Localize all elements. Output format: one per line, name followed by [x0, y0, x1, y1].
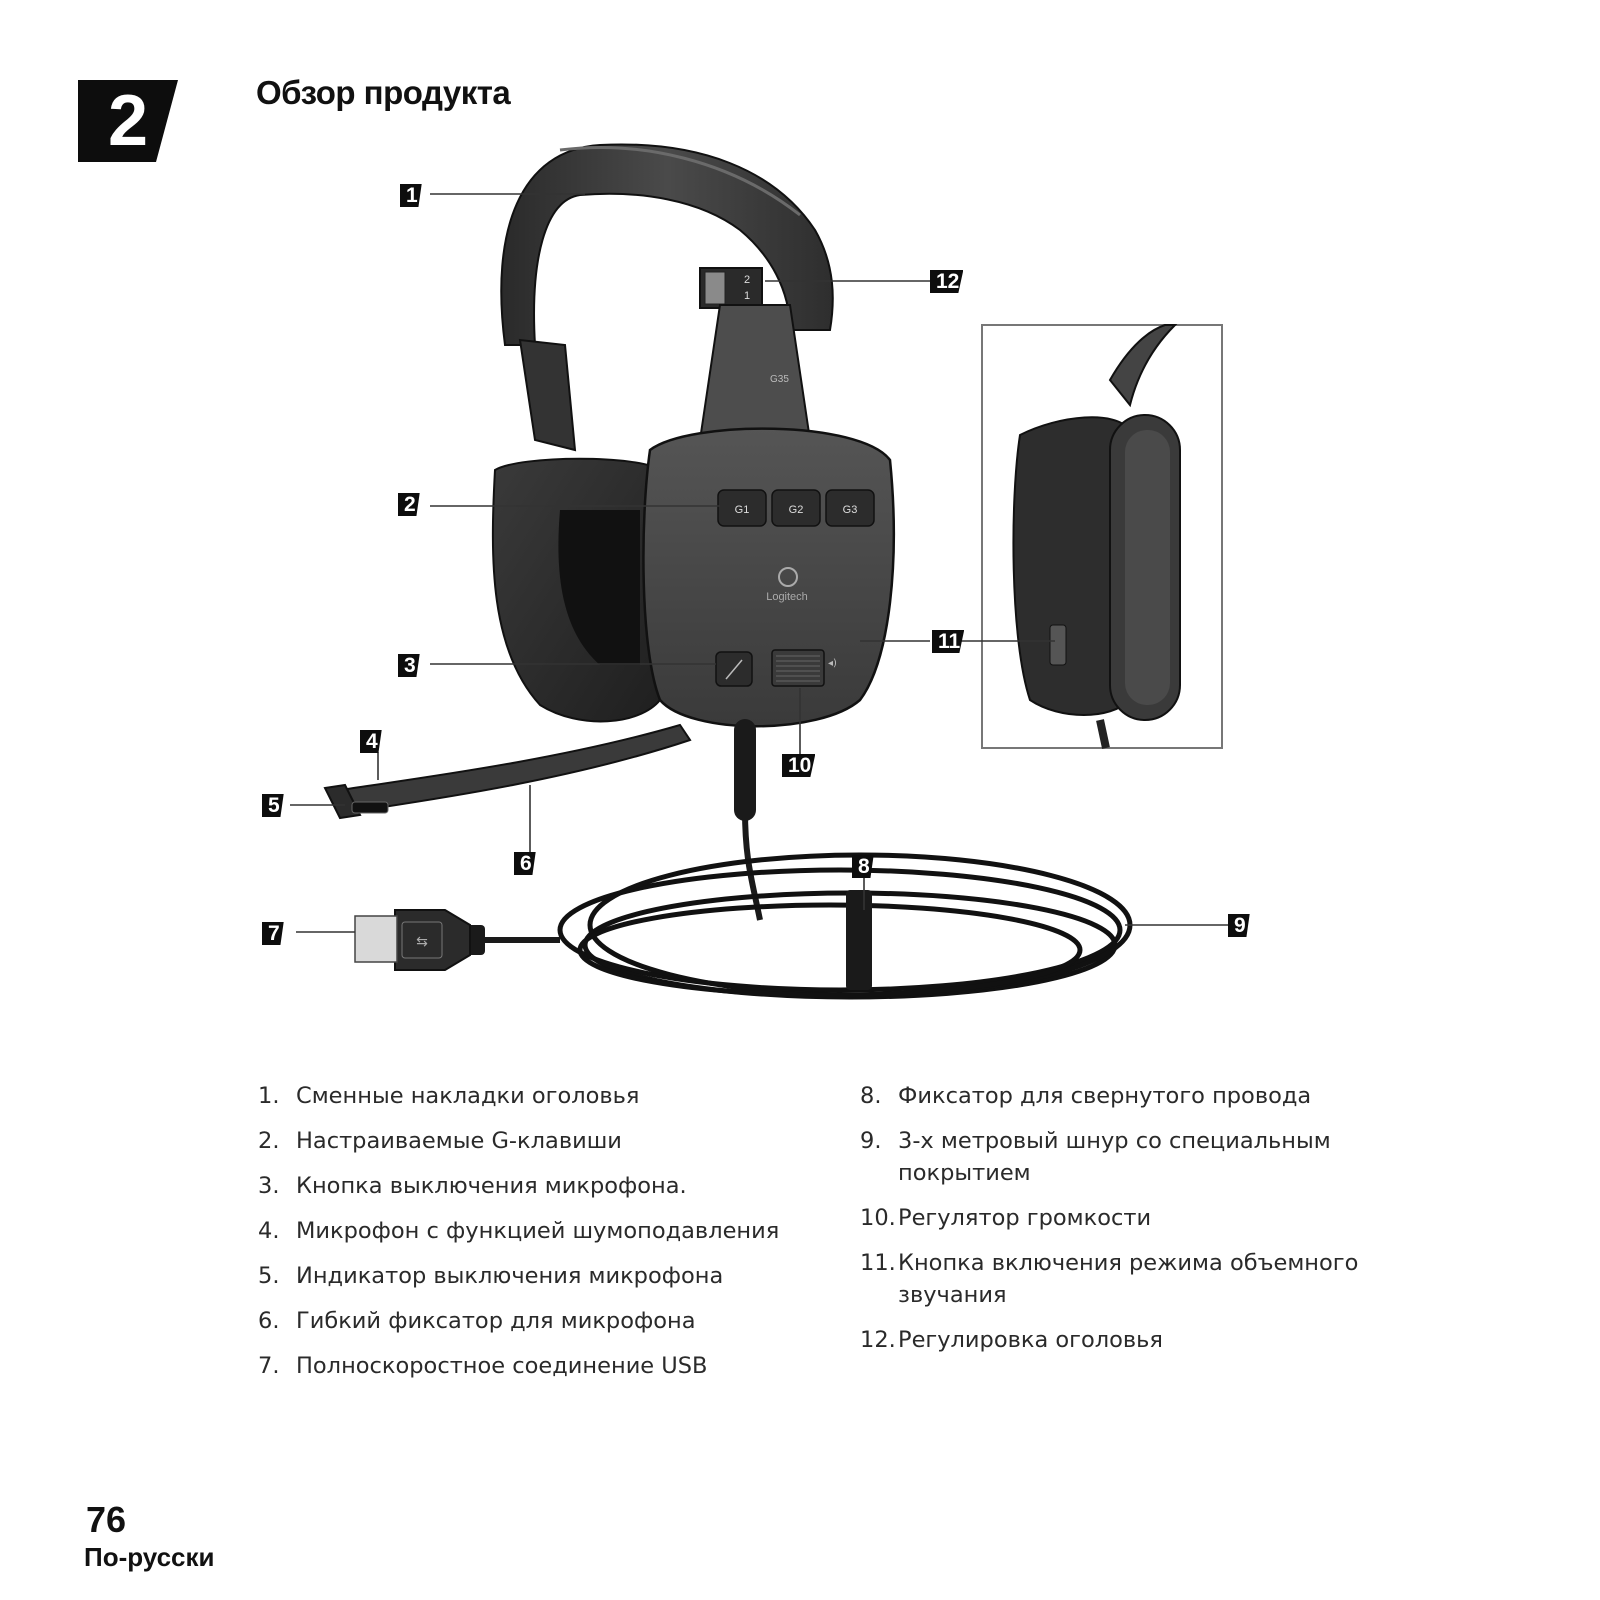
- g-keys: G1 G2 G3: [717, 489, 875, 527]
- legend-item: 4. Микрофон с функцией шумоподавления: [258, 1215, 798, 1247]
- legend-item-text: Кнопка выключения микрофона.: [296, 1173, 687, 1199]
- callout-12: 12: [930, 270, 964, 293]
- g-key-1-label: G1: [735, 504, 750, 516]
- g-key-3-label: G3: [843, 504, 858, 516]
- g-key-2-label: G2: [789, 504, 804, 516]
- legend-item-number: 8.: [860, 1083, 882, 1109]
- legend-item-text: Кнопка включения режима объемного звучан…: [898, 1250, 1359, 1308]
- legend-item: 9. 3-х метровый шнур со специальным покры…: [860, 1125, 1380, 1189]
- legend-item: 6. Гибкий фиксатор для микрофона: [258, 1305, 798, 1337]
- headband-mark-1: 1: [744, 290, 750, 302]
- inset-side-view: [981, 324, 1223, 749]
- volume-wheel-shape: [771, 649, 825, 687]
- usb-icon: ⇆: [416, 934, 428, 950]
- ear-shell: [642, 427, 895, 728]
- legend-item: 7. Полноскоростное соединение USB: [258, 1350, 798, 1382]
- legend-item-number: 7.: [258, 1353, 280, 1379]
- leader-lines: [290, 193, 1228, 933]
- legend-item-number: 5.: [258, 1263, 280, 1289]
- legend-item-text: Регулятор громкости: [898, 1205, 1152, 1231]
- legend-item-number: 9.: [860, 1128, 882, 1154]
- legend-item-text: Полноскоростное соединение USB: [296, 1353, 708, 1379]
- page-number: 76: [86, 1499, 127, 1540]
- headband-mark-2: 2: [744, 274, 750, 286]
- mic-head: [323, 783, 362, 820]
- callout-1: 1: [400, 184, 422, 207]
- logo-icon: [778, 567, 798, 587]
- legend-item-text: Индикатор выключения микрофона: [296, 1263, 724, 1289]
- page-language: По-русски: [84, 1542, 215, 1572]
- legend-item-number: 12.: [860, 1327, 896, 1353]
- product-figure: 2 1 G35 G1 G2 G3 Logitech: [262, 143, 1250, 1000]
- legend-item: 10.Регулятор громкости: [860, 1202, 1380, 1234]
- slider-arm: [698, 304, 812, 441]
- legend-item-number: 2.: [258, 1128, 280, 1154]
- legend-item-number: 1.: [258, 1083, 280, 1109]
- legend-list-left: 1. Сменные накладки оголовья 2. Настраивае…: [258, 1080, 798, 1395]
- callout-5: 5: [262, 794, 284, 817]
- callout-6: 6: [514, 852, 536, 875]
- legend-item-text: Микрофон с функцией шумоподавления: [296, 1218, 780, 1244]
- headset-illustration: 2 1 G35 G1 G2 G3 Logitech: [290, 143, 1228, 1000]
- legend-item-number: 4.: [258, 1218, 280, 1244]
- mic-mute-icon: [725, 659, 743, 680]
- cable-tie-shape: [846, 890, 872, 990]
- speaker-icon: ◂): [828, 658, 837, 669]
- legend-item-number: 11.: [860, 1250, 896, 1276]
- ear-cushion-inner: [558, 510, 640, 665]
- chapter-number: 2: [107, 81, 149, 161]
- legend-item-text: Фиксатор для свернутого провода: [898, 1083, 1312, 1109]
- usb-connector: ⇆: [354, 909, 560, 971]
- legend-item-number: 10.: [860, 1205, 896, 1231]
- legend-item-number: 6.: [258, 1308, 280, 1334]
- legend-item: 1. Сменные накладки оголовья: [258, 1080, 798, 1112]
- volume-wheel-ridges: [776, 655, 820, 682]
- callout-11: 11: [932, 630, 965, 653]
- cable-drop: [742, 809, 763, 921]
- callout-3: 3: [398, 654, 420, 677]
- legend-item: 5. Индикатор выключения микрофона: [258, 1260, 798, 1292]
- callout-2: 2: [398, 493, 420, 516]
- chapter-badge-shape: [78, 80, 178, 162]
- legend-list-right: 8. Фиксатор для свернутого провода 9. 3-х …: [860, 1080, 1380, 1369]
- legend-item: 2. Настраиваемые G-клавиши: [258, 1125, 798, 1157]
- mic-boom: [338, 723, 692, 814]
- model-label: G35: [770, 374, 789, 385]
- callout-4: 4: [360, 730, 382, 753]
- legend-item-text: Гибкий фиксатор для микрофона: [296, 1308, 696, 1334]
- legend-item-text: Настраиваемые G-клавиши: [296, 1128, 622, 1154]
- callout-10: 10: [782, 754, 816, 777]
- brand-label: Logitech: [766, 591, 808, 603]
- callout-8: 8: [852, 855, 874, 878]
- mic-mute-indicator-shape: [351, 801, 389, 814]
- legend-item: 12.Регулировка оголовья: [860, 1324, 1380, 1356]
- legend-item-text: Сменные накладки оголовья: [296, 1083, 640, 1109]
- headband-adjuster: 2 1: [699, 267, 763, 309]
- legend-item: 3. Кнопка выключения микрофона.: [258, 1170, 798, 1202]
- coiled-cable: [557, 852, 1133, 1000]
- callout-7: 7: [262, 922, 284, 945]
- legend-item: 8. Фиксатор для свернутого провода: [860, 1080, 1380, 1112]
- chapter-badge: 2: [78, 80, 182, 162]
- legend-item-text: 3-х метровый шнур со специальным покрыти…: [898, 1128, 1331, 1186]
- legend-item-text: Регулировка оголовья: [898, 1327, 1163, 1353]
- legend-item-number: 3.: [258, 1173, 280, 1199]
- page-title: Обзор продукта: [256, 74, 511, 111]
- callout-9: 9: [1228, 914, 1250, 937]
- legend-item: 11.Кнопка включения режима объемного зву…: [860, 1247, 1380, 1311]
